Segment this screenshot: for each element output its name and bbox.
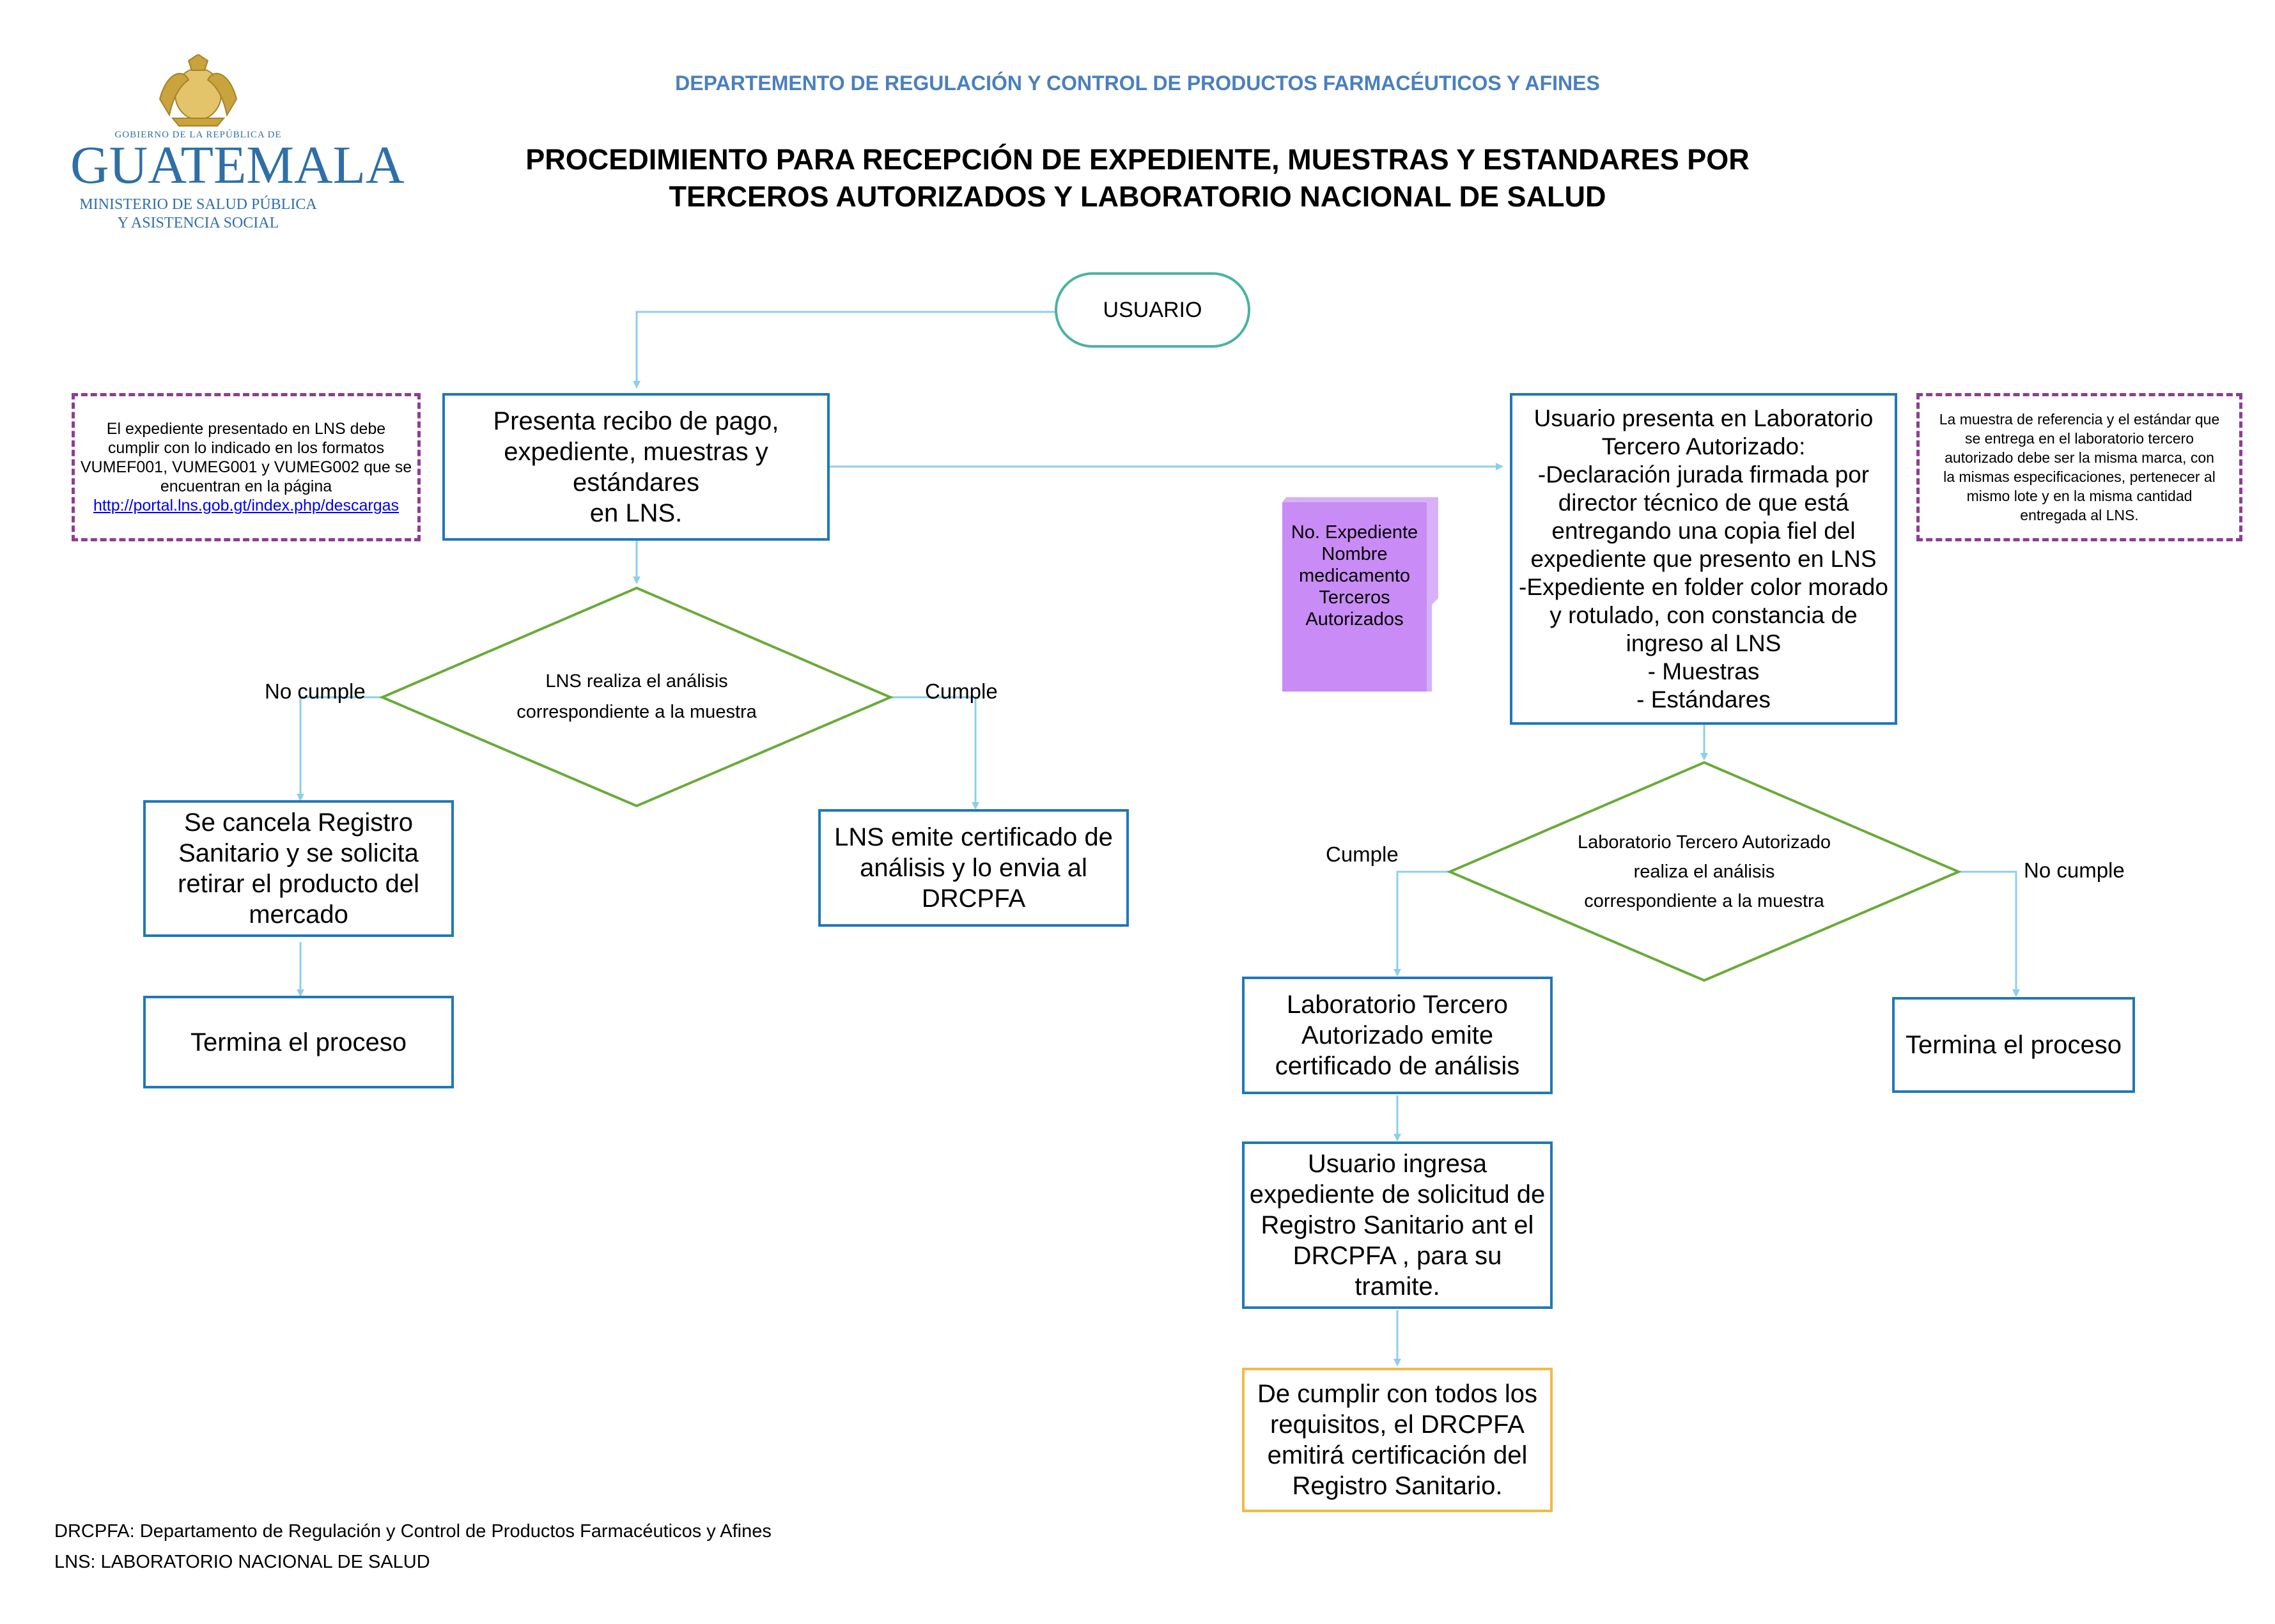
decision-third-party-diamond: [1446, 761, 1962, 982]
process-text-line: ingreso al LNS: [1626, 630, 1782, 656]
process-third-party-certificate: Laboratorio Tercero Autorizado emite cer…: [1242, 977, 1553, 1094]
connector-start-to-present: [633, 311, 1056, 389]
process-text-line: Laboratorio Tercero: [1286, 991, 1509, 1019]
process-text-line: expediente de solicitud de: [1249, 1180, 1546, 1209]
page-title-line1: PROCEDIMIENTO PARA RECEPCIÓN DE EXPEDIEN…: [525, 143, 1750, 176]
start-terminal-shape: [1055, 272, 1250, 348]
process-text-line: Registro Sanitario ant el: [1261, 1211, 1534, 1239]
note-right-line: entregada al LNS.: [2020, 507, 2139, 523]
note-right: La muestra de referencia y el estándar q…: [1916, 393, 2242, 541]
process-text-line: certificado de análisis: [1275, 1052, 1520, 1080]
process-text-line: Usuario ingresa: [1307, 1150, 1487, 1178]
process-text-line: LNS emite certificado de: [834, 823, 1113, 851]
process-text-line: Registro Sanitario.: [1292, 1472, 1503, 1500]
process-text-line: Autorizado emite: [1301, 1021, 1494, 1049]
coat-of-arms-icon: [159, 54, 238, 127]
logo-ministry-line2: Y ASISTENCIA SOCIAL: [117, 215, 279, 231]
process-text-line: retirar el producto del: [178, 870, 419, 898]
connector-decision-yes: [890, 696, 979, 810]
decision-lns-label: LNS realiza el análisis correspondiente …: [473, 658, 800, 735]
process-text-line: director técnico de que está: [1558, 489, 1849, 516]
process-lns-certificate: LNS emite certificado de análisis y lo e…: [818, 809, 1129, 927]
note-left-line: cumplir con lo indicado en los formatos: [107, 439, 385, 457]
process-text-line: Tercero Autorizado:: [1601, 433, 1806, 460]
process-cancel-registro: Se cancela Registro Sanitario y se solic…: [143, 800, 454, 937]
connector-decision-no: [297, 696, 382, 801]
process-text-line: y rotulado, con constancia de: [1549, 601, 1858, 628]
process-text-line: entregando una copia fiel del: [1551, 517, 1856, 544]
note-right-line: La muestra de referencia y el estándar q…: [1939, 411, 2220, 428]
process-text-line: emitirá certificación del: [1267, 1441, 1528, 1469]
note-right-line: autorizado debe ser la misma marca, con: [1945, 449, 2214, 466]
decision-text-line: LNS realiza el análisis: [545, 671, 728, 692]
process-text-line: requisitos, el DRCPFA: [1270, 1411, 1525, 1439]
department-header: DEPARTEMENTO DE REGULACIÓN Y CONTROL DE …: [675, 72, 1600, 95]
footer-lns-definition: LNS: LABORATORIO NACIONAL DE SALUD: [54, 1552, 430, 1572]
process-text-line: -Expediente en folder color morado: [1519, 573, 1888, 600]
process-text-line: DRCPFA , para su: [1293, 1242, 1502, 1270]
sticky-line: Terceros: [1319, 587, 1390, 608]
process-end-right: Termina el proceso: [1892, 997, 2135, 1093]
note-right-line: la mismas especificaciones, pertenecer a…: [1943, 468, 2216, 485]
right-cumple-label: Cumple: [1326, 842, 1399, 866]
process-text-line: Se cancela Registro: [184, 808, 413, 837]
process-text-line: Usuario presenta en Laboratorio: [1533, 405, 1874, 431]
end-label: Termina el proceso: [1906, 1031, 2122, 1059]
process-present-third-party: Usuario presenta en Laboratorio Tercero …: [1510, 393, 1897, 725]
note-left: El expediente presentado en LNS debe cum…: [72, 393, 421, 541]
logo-ministry-line1: MINISTERIO DE SALUD PÚBLICA: [79, 196, 317, 213]
connector-right-decision-yes: [1394, 870, 1450, 977]
process-submit-expediente: Usuario ingresa expediente de solicitud …: [1242, 1141, 1553, 1309]
decision-text-line: correspondiente a la muestra: [516, 702, 757, 722]
decision-third-party-label: Laboratorio Tercero Autorizado realiza e…: [1538, 821, 1870, 923]
sticky-note-shape: [1282, 497, 1438, 692]
start-label: USUARIO: [1103, 298, 1202, 322]
note-left-line: VUMEF001, VUMEG001 y VUMEG002 que se: [80, 458, 412, 476]
note-left-line: El expediente presentado en LNS debe: [106, 420, 386, 438]
footer-drcpfa-definition: DRCPFA: Departamento de Regulación y Con…: [54, 1521, 772, 1542]
note-right-line: se entrega en el laboratorio tercero: [1965, 430, 2194, 447]
process-text-line: mercado: [249, 901, 348, 929]
process-text-line: en LNS.: [589, 499, 683, 527]
process-text-line: expediente que presento en LNS: [1530, 545, 1877, 572]
process-text-line: - Estándares: [1636, 686, 1771, 713]
sticky-line: No. Expediente: [1291, 522, 1418, 543]
note-right-line: mismo lote y en la misma cantidad: [1966, 488, 2193, 504]
process-final-certification: De cumplir con todos los requisitos, el …: [1242, 1368, 1553, 1512]
page-title-line2: TERCEROS AUTORIZADOS Y LABORATORIO NACIO…: [669, 180, 1606, 213]
logo-top-text: GOBIERNO DE LA REPÚBLICA DE: [114, 130, 282, 140]
process-text-line: DRCPFA: [921, 885, 1026, 913]
process-text-line: Sanitario y se solicita: [178, 839, 419, 867]
note-left-line: encuentran en la página: [160, 477, 332, 495]
sticky-line: Autorizados: [1305, 609, 1404, 630]
descargas-link[interactable]: http://portal.lns.gob.gt/index.php/desca…: [93, 497, 400, 514]
left-no-cumple-label: No cumple: [265, 679, 366, 703]
left-cumple-label: Cumple: [925, 679, 998, 703]
process-text-line: -Declaración jurada firmada por: [1537, 461, 1870, 488]
start-terminal: USUARIO: [1056, 274, 1249, 346]
process-text-line: expediente, muestras y estándares: [504, 437, 768, 497]
connector-right-decision-no: [1959, 870, 2020, 997]
process-text-line: tramite.: [1355, 1272, 1440, 1301]
sticky-note: No. Expediente Nombre medicamento Tercer…: [1282, 502, 1427, 649]
decision-text-line: realiza el análisis: [1633, 862, 1775, 882]
process-text-line: De cumplir con todos los: [1257, 1380, 1537, 1408]
decision-text-line: correspondiente a la muestra: [1584, 891, 1824, 911]
process-text-line: Presenta recibo de pago,: [493, 406, 779, 435]
sticky-line: Nombre: [1321, 544, 1388, 564]
right-no-cumple-label: No cumple: [2024, 858, 2125, 882]
decision-lns-diamond: [378, 586, 894, 808]
decision-text-line: Laboratorio Tercero Autorizado: [1577, 832, 1831, 853]
process-present-lns: Presenta recibo de pago, expediente, mue…: [442, 393, 830, 541]
process-text-line: - Muestras: [1647, 658, 1760, 684]
sticky-line: medicamento: [1298, 566, 1411, 586]
process-text-line: análisis y lo envia al: [860, 854, 1087, 882]
process-end-left: Termina el proceso: [143, 996, 454, 1088]
end-label: Termina el proceso: [190, 1028, 407, 1056]
